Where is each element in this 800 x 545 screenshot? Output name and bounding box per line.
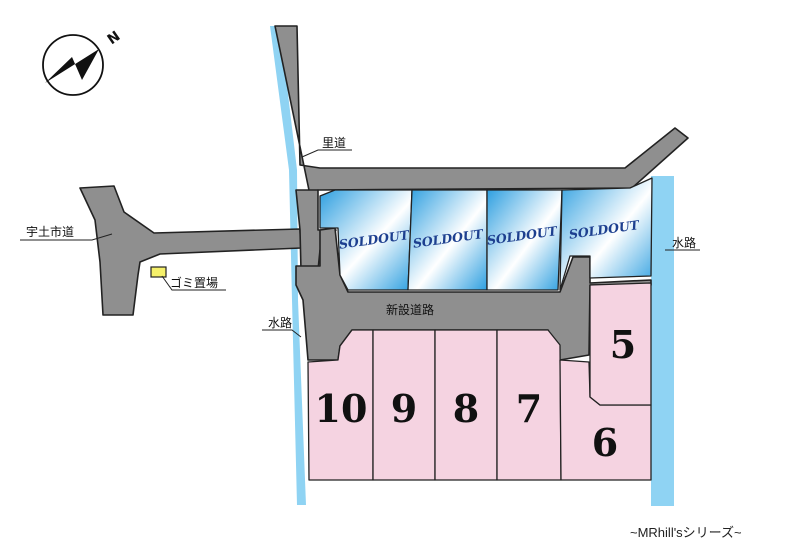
- lot-number-8: 8: [453, 386, 479, 431]
- soldout-lots: SOLDOUT SOLDOUT SOLDOUT SOLDOUT: [319, 177, 653, 291]
- uto-city-road: [79, 185, 302, 316]
- lot-10: [307, 329, 374, 481]
- lot-number-9: 9: [391, 386, 417, 431]
- waterway-right: [651, 176, 674, 506]
- waterway-left-leader: [262, 329, 302, 338]
- waterway-right-label: 水路: [672, 235, 696, 250]
- garbage-leader: [161, 275, 226, 291]
- north-arrow-icon: N: [42, 28, 124, 96]
- new-road-label: 新設道路: [386, 302, 434, 317]
- garbage-site-marker: [150, 266, 167, 278]
- soldout-lot-3: [486, 189, 563, 291]
- waterway-left: [270, 26, 306, 505]
- available-lots: 10 9 8 7 6 5: [307, 282, 652, 481]
- uto-city-road-leader: [20, 233, 113, 241]
- north-letter: N: [105, 28, 124, 48]
- lot-number-5: 5: [610, 322, 636, 367]
- lot-5: [589, 282, 652, 406]
- waterway-left-label: 水路: [268, 315, 292, 330]
- lot-number-7: 7: [516, 386, 542, 431]
- uto-city-road-label: 宇土市道: [26, 224, 74, 239]
- satomichi-road: [274, 25, 689, 196]
- soldout-lot-4: [559, 177, 653, 291]
- satomichi-label: 里道: [322, 136, 346, 150]
- lot-number-6: 6: [592, 420, 618, 465]
- series-caption: ~MRhill'sシリーズ~: [630, 525, 742, 540]
- lot-number-10: 10: [315, 386, 368, 431]
- garbage-label: ゴミ置場: [170, 275, 218, 290]
- satomichi-leader: [301, 149, 352, 158]
